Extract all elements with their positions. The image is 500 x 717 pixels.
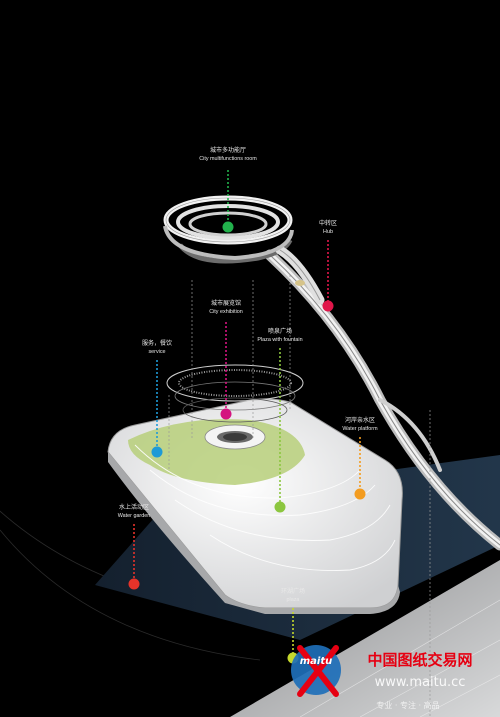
svg-text:环湖广场: 环湖广场	[281, 587, 305, 595]
callout-dot	[222, 221, 234, 233]
bridge-tube	[264, 249, 500, 551]
guide-lines	[168, 275, 431, 717]
callout-plaza-with-fountain: 喷泉广场 Plaza with fountain	[257, 327, 303, 513]
svg-text:河岸亲水区: 河岸亲水区	[345, 416, 375, 424]
svg-text:Water garden: Water garden	[118, 513, 150, 519]
watermark-slogan: 专业 · 专注 · 高品	[376, 700, 439, 710]
watermark-url: www.maitu.cc	[375, 675, 466, 690]
svg-text:城市展览馆: 城市展览馆	[211, 299, 241, 307]
callout-dot	[151, 446, 163, 458]
callout-dot	[220, 408, 232, 420]
watermark-title: 中国图纸交易网	[367, 651, 472, 669]
plaza-platform	[107, 398, 403, 614]
svg-text:service: service	[148, 349, 165, 355]
callout-city-multifunctions-room: 城市多功能厅 City multifunctions room	[199, 146, 257, 233]
watermark: maitu 中国图纸交易网 www.maitu.cc 专业 · 专注 · 高品	[291, 645, 473, 710]
callout-dot	[322, 300, 334, 312]
svg-text:City exhibition: City exhibition	[209, 309, 243, 315]
svg-text:城市多功能厅: 城市多功能厅	[210, 146, 246, 154]
callout-dot	[128, 578, 140, 590]
callout-service: 服务，餐饮 service	[142, 339, 172, 458]
callout-water-platform: 河岸亲水区 Water platform	[342, 416, 378, 500]
svg-text:服务，餐饮: 服务，餐饮	[142, 339, 172, 347]
exhibition-level	[166, 364, 304, 423]
svg-text:水上活动区: 水上活动区	[119, 503, 149, 511]
svg-text:Water platform: Water platform	[342, 426, 378, 432]
svg-text:Plaza with fountain: Plaza with fountain	[257, 337, 302, 343]
multifunction-ring	[163, 195, 325, 305]
svg-text:City multifunctions room: City multifunctions room	[199, 156, 257, 162]
watermark-logo-text: maitu	[300, 656, 333, 667]
callout-city-exhibition: 城市展览馆 City exhibition	[209, 299, 243, 420]
svg-text:中转区: 中转区	[319, 219, 337, 227]
callout-water-garden: 水上活动区 Water garden	[118, 503, 150, 590]
callout-hub: 中转区 Hub	[319, 219, 337, 312]
svg-text:Hub: Hub	[323, 229, 333, 235]
svg-text:喷泉广场: 喷泉广场	[268, 327, 292, 335]
callout-dot	[274, 501, 286, 513]
callout-dot	[354, 488, 366, 500]
watermark-x-icon	[297, 645, 339, 697]
svg-text:plaza: plaza	[287, 597, 300, 603]
